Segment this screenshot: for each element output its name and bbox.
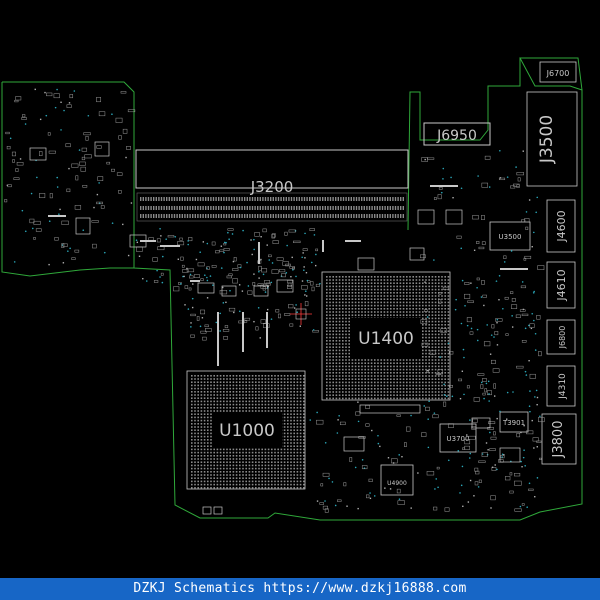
connector-label-j3800: J3800 <box>551 421 566 459</box>
connector-label-j4600: J4600 <box>555 210 568 242</box>
chip-label-u1400: U1400 <box>358 329 414 349</box>
connector-label-j6700: J6700 <box>546 69 570 78</box>
transformer-t3901[interactable]: T3901 <box>499 411 529 433</box>
connector-label-j4610: J4610 <box>555 269 568 301</box>
connector-j6700[interactable]: J6700 <box>539 61 577 83</box>
connector-label-j3200: J3200 <box>250 178 294 196</box>
connector-j4310[interactable]: J4310 <box>546 365 576 407</box>
chip-u1000[interactable]: U1000 <box>186 370 306 490</box>
connector-j4610[interactable]: J4610 <box>546 261 576 309</box>
connector-j6800[interactable]: J6800 <box>546 319 576 355</box>
connector-label-j6800: J6800 <box>558 326 567 350</box>
chip-label-u1000: U1000 <box>219 421 275 441</box>
chip-u3700[interactable]: U3700 <box>439 423 477 453</box>
connector-label-j3500: J3500 <box>537 115 557 164</box>
chip-u3500[interactable]: U3500 <box>489 221 531 251</box>
pcb-board-view[interactable]: J3200 J6950 J6700 J3500 J4600 J4610 J680… <box>0 0 600 578</box>
watermark-footer: DZKJ Schematics https://www.dzkj16888.co… <box>0 578 600 600</box>
connector-j4600[interactable]: J4600 <box>546 199 576 253</box>
connector-j3800[interactable]: J3800 <box>541 413 577 465</box>
chip-label-u4900: U4900 <box>387 480 407 487</box>
chip-u1400[interactable]: U1400 <box>321 271 451 401</box>
chip-u4900[interactable]: U4900 <box>380 464 414 496</box>
connector-j6950[interactable]: J6950 <box>423 122 491 146</box>
passive-components-layer <box>4 88 545 515</box>
connector-j3500[interactable]: J3500 <box>526 91 578 187</box>
connector-label-j4310: J4310 <box>558 373 568 400</box>
connector-j3200[interactable]: J3200 <box>135 149 409 222</box>
connector-label-j6950: J6950 <box>436 128 477 144</box>
u1400-ball-grid <box>326 276 450 400</box>
chip-label-u3700: U3700 <box>447 435 470 443</box>
crosshair-marker-icon <box>290 303 312 325</box>
chip-label-u3500: U3500 <box>499 233 522 241</box>
component-label-t3901: T3901 <box>502 419 525 427</box>
board-outline <box>1 57 583 521</box>
